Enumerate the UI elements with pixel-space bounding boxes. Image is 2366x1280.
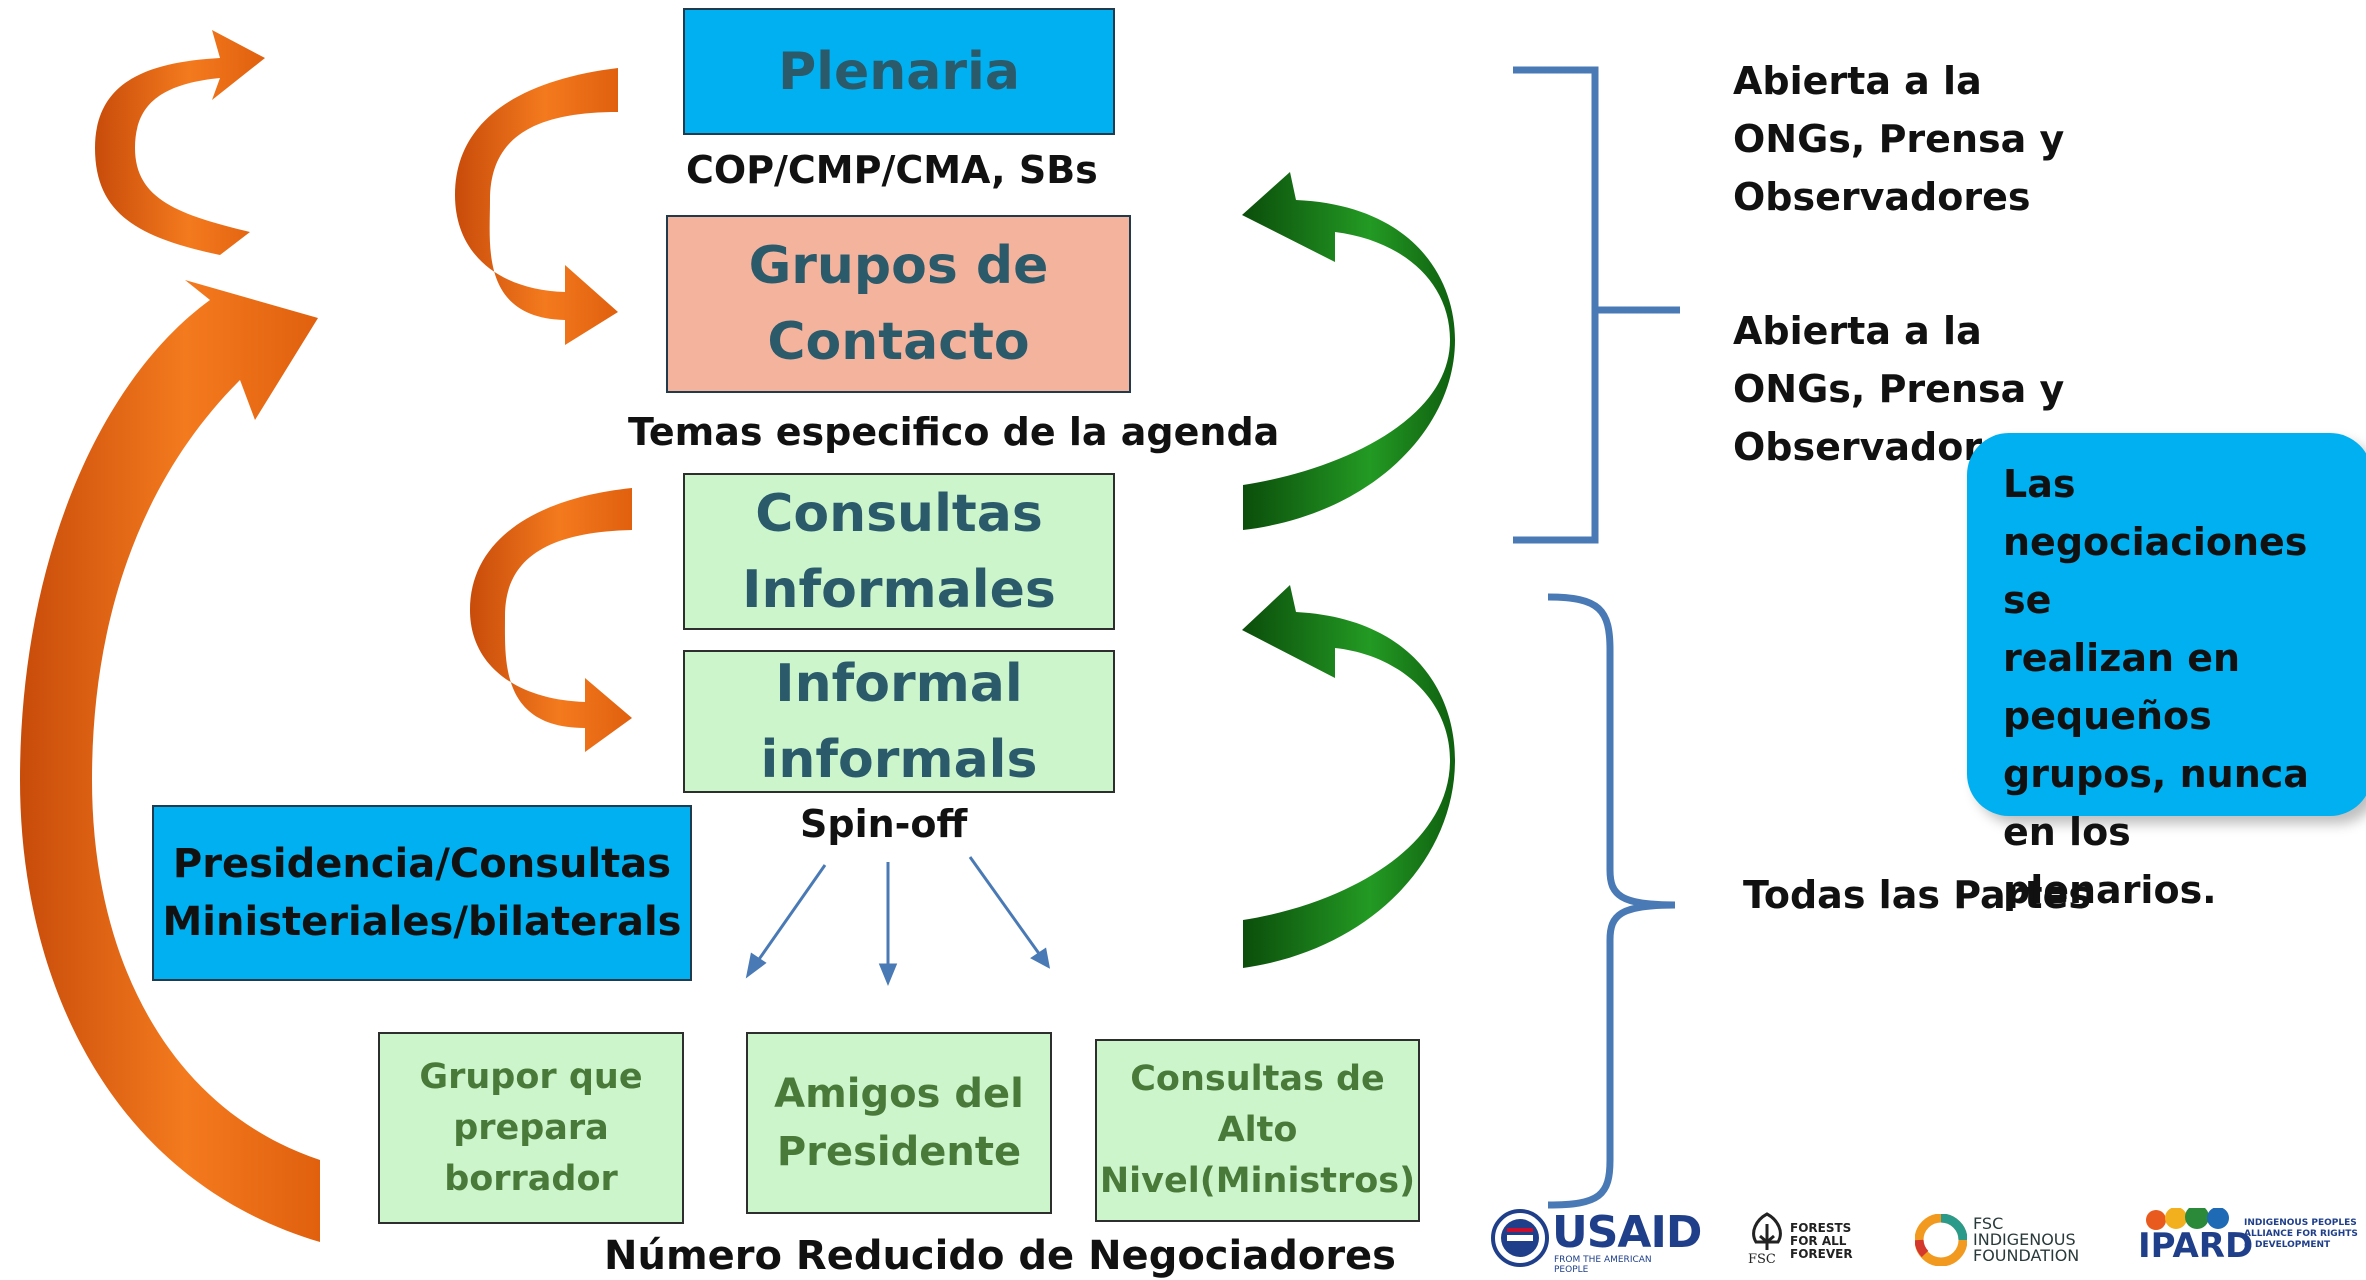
fsc-tag-2: FOR ALL [1790, 1234, 1847, 1248]
orange-arrow-large [20, 280, 320, 1242]
group-borrador-l1: Grupor que [419, 1056, 643, 1097]
lower-brace [1547, 593, 1676, 1209]
open2-line2: ONGs, Prensa y [1733, 367, 2065, 411]
group-ministros-l3: Nivel(Ministros) [1099, 1161, 1416, 1201]
fsc-indigenous-logo: FSC INDIGENOUS FOUNDATION [1915, 1212, 2090, 1268]
spin-off-label: Spin-off [800, 802, 968, 846]
spin-off-arrows [745, 856, 1051, 986]
callout-line4: pequeños [2003, 694, 2212, 738]
fscif-line2: INDIGENOUS [1973, 1230, 2076, 1249]
fsc-tree-icon [1752, 1212, 1782, 1250]
informal-title-l2: informals [760, 729, 1038, 790]
group-ministros-l1: Consultas de [1130, 1059, 1385, 1099]
usaid-seal-icon [1491, 1209, 1549, 1267]
plenaria-caption: COP/CMP/CMA, SBs [686, 148, 1098, 192]
consultas-title-l2: Informales [742, 559, 1056, 620]
open1-line2: ONGs, Prensa y [1733, 117, 2065, 161]
fsc-indigenous-icon [1915, 1214, 1967, 1266]
usaid-logo: USAID FROM THE AMERICAN PEOPLE [1490, 1205, 1702, 1275]
callout-line3: realizan en [2003, 636, 2241, 680]
plenaria-title: Plenaria [778, 41, 1020, 102]
fscif-line1: FSC [1973, 1214, 2004, 1233]
group-box-borrador: Grupor que prepara borrador [378, 1032, 684, 1224]
orange-arrow-consultas-informal [470, 488, 632, 752]
open1-line1: Abierta a la [1733, 59, 1982, 103]
green-arrow-lower [1242, 585, 1455, 968]
plenaria-box: Plenaria [683, 8, 1115, 135]
orange-arrow-top-left [95, 30, 265, 255]
callout-line5: grupos, nunca [2003, 752, 2309, 796]
informal-box: Informal informals [683, 650, 1115, 793]
grupos-title-l1: Grupos de [748, 236, 1049, 296]
todas-label: Todas las Partes [1743, 873, 2091, 917]
open2-line1: Abierta a la [1733, 309, 1982, 353]
ipard-tag-3: & DEVELOPMENT [2244, 1240, 2331, 1250]
ipard-logo: IPARD INDIGENOUS PEOPLES ALLIANCE FOR RI… [2138, 1208, 2363, 1270]
orange-arrow-plenaria-grupos [455, 68, 618, 345]
fsc-tag-3: FOREVER [1790, 1247, 1853, 1261]
consultas-box: Consultas Informales [683, 473, 1115, 630]
grupos-title-l2: Contacto [767, 312, 1030, 372]
callout-box: Las negociaciones se realizan en pequeño… [1967, 433, 2366, 912]
open-label-1: Abierta a la ONGs, Prensa y Observadores [1733, 52, 2064, 226]
grupos-box: Grupos de Contacto [666, 215, 1131, 393]
callout-line2: negociaciones se [2003, 520, 2308, 622]
consultas-title-l1: Consultas [755, 483, 1043, 544]
informal-title-l1: Informal [775, 653, 1023, 714]
group-ministros-l2: Alto [1217, 1110, 1298, 1150]
callout-line6: en los plenarios. [2003, 810, 2217, 912]
ipard-people-icon [2146, 1208, 2229, 1230]
callout-line1: Las [2003, 462, 2076, 506]
ipard-tag-1: INDIGENOUS PEOPLES [2244, 1218, 2357, 1228]
grupos-caption: Temas especifico de la agenda [628, 410, 1280, 454]
fsc-tag-1: FORESTS [1790, 1221, 1852, 1235]
bottom-caption: Número Reducido de Negociadores [604, 1233, 1396, 1279]
fsc-tagline: FORESTS FOR ALL FOREVER [1790, 1222, 1853, 1261]
presidencia-line1: Presidencia/Consultas [172, 841, 672, 887]
fsc-initials: FSC [1748, 1252, 1776, 1267]
usaid-wordmark: USAID [1552, 1207, 1702, 1258]
top-bracket [1513, 66, 1680, 544]
group-amigos-l1: Amigos del [774, 1071, 1024, 1117]
group-amigos-l2: Presidente [776, 1129, 1022, 1175]
group-borrador-l2: prepara [453, 1107, 609, 1148]
group-box-ministros: Consultas de Alto Nivel(Ministros) [1095, 1039, 1420, 1222]
usaid-subtitle: FROM THE AMERICAN PEOPLE [1554, 1255, 1652, 1275]
open1-line3: Observadores [1733, 175, 2031, 219]
group-box-amigos: Amigos del Presidente [746, 1032, 1052, 1214]
presidencia-box: Presidencia/Consultas Ministeriales/bila… [152, 805, 692, 981]
fscif-line3: FOUNDATION [1973, 1246, 2080, 1265]
ipard-tag-2: ALLIANCE FOR RIGHTS [2244, 1229, 2358, 1239]
presidencia-line2: Ministeriales/bilaterals [162, 899, 682, 945]
green-arrow-upper [1242, 172, 1455, 530]
group-borrador-l3: borrador [444, 1158, 618, 1199]
ipard-wordmark: IPARD [2138, 1226, 2254, 1266]
fsc-indigenous-text: FSC INDIGENOUS FOUNDATION [1973, 1216, 2079, 1264]
ipard-tagline: INDIGENOUS PEOPLES ALLIANCE FOR RIGHTS &… [2244, 1218, 2358, 1251]
fsc-logo: FSC FORESTS FOR ALL FOREVER [1742, 1210, 1853, 1270]
